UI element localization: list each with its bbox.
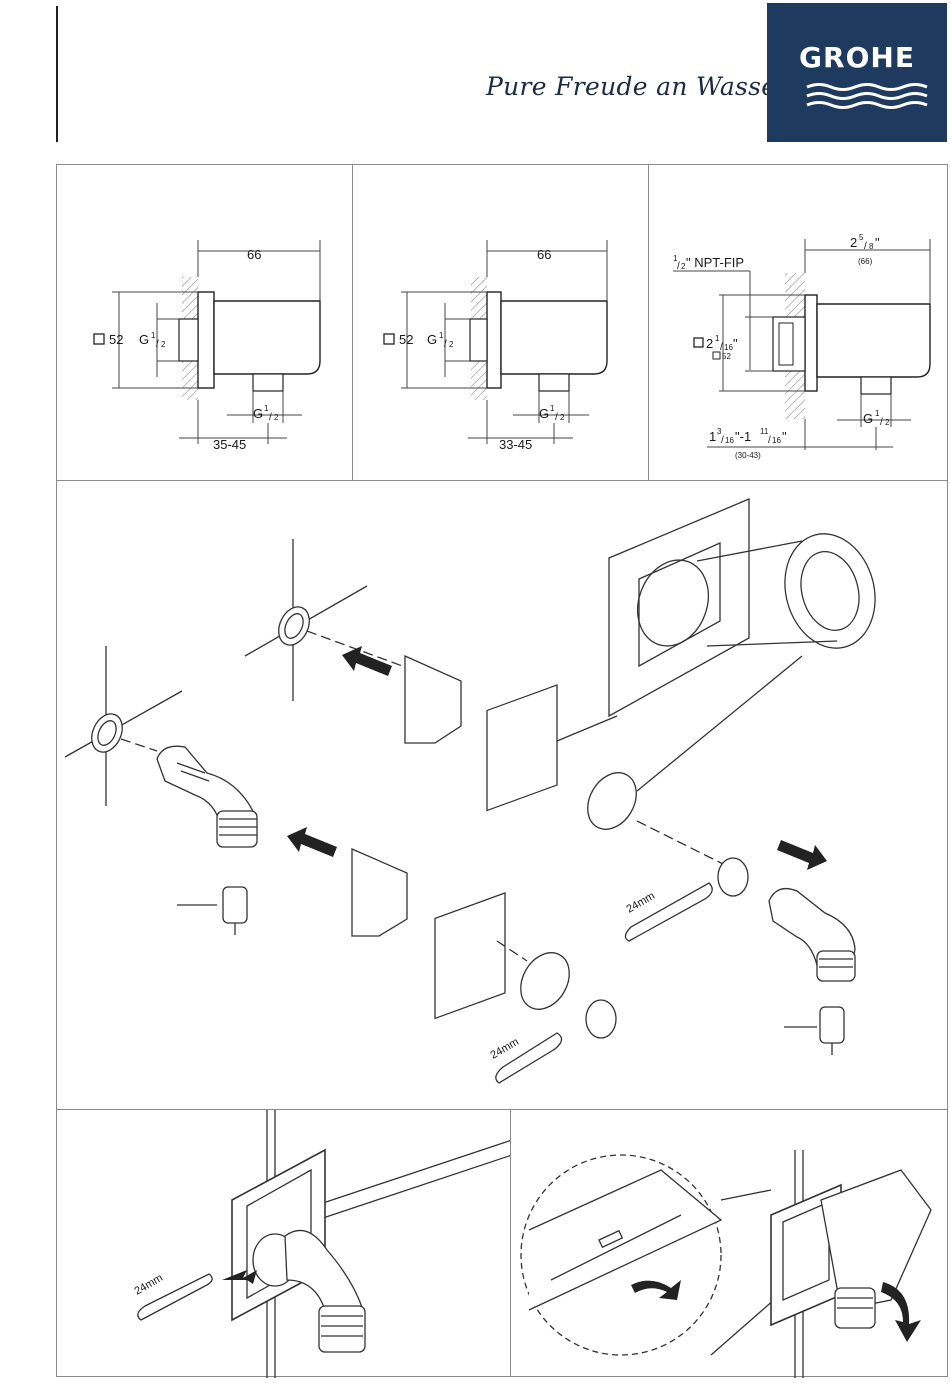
wrench-size-label-c: 24mm — [133, 1272, 165, 1298]
fraction-den: 16 — [725, 436, 734, 445]
dim-square-whole: 2 — [706, 336, 713, 351]
fraction-slash: / — [156, 339, 159, 350]
arrow-icon — [287, 827, 337, 857]
arrow-icon — [777, 840, 827, 870]
dim-thread-in-b: G — [427, 332, 437, 347]
npt-label: " NPT-FIP — [686, 255, 744, 270]
dim-range-a-whole: 1 — [709, 429, 716, 444]
tagline: Pure Freude an Wasser — [486, 72, 789, 101]
dim-square-b: 52 — [399, 332, 413, 347]
fraction-den: 2 — [560, 413, 565, 422]
install-step-cover — [510, 1109, 948, 1377]
dimension-panel-imperial: 2 5 / 8 " (66) 1 / 2 " NPT-FIP 2 1 / 16 … — [648, 164, 948, 481]
header-rule — [56, 6, 58, 142]
fraction-slash: / — [880, 417, 883, 428]
dim-depth-a: 66 — [247, 247, 261, 262]
dimension-drawing-a: 66 52 G 1 / 2 G 1 / 2 35-45 — [57, 165, 354, 482]
dim-range-mm: (30-43) — [735, 451, 761, 460]
fraction-slash: / — [768, 435, 771, 446]
range-separator: "-1 — [735, 429, 751, 444]
dim-depth-mm: (66) — [858, 257, 873, 266]
fraction-den: 2 — [885, 418, 890, 427]
wrench-size-label-b: 24mm — [489, 1036, 521, 1062]
wrench-size-label-a: 24mm — [625, 890, 657, 916]
fraction-slash: / — [555, 412, 558, 423]
dim-depth-whole: 2 — [850, 235, 857, 250]
tighten-nut-drawing: 24mm — [57, 1110, 512, 1378]
dim-thread-out-b: G — [539, 406, 549, 421]
fraction-slash: / — [721, 435, 724, 446]
dim-thread-in-a: G — [139, 332, 149, 347]
fraction-den: 2 — [274, 413, 279, 422]
dim-thread-out-c: G — [863, 411, 873, 426]
fraction-slash: / — [677, 261, 680, 272]
attach-cover-drawing — [511, 1110, 949, 1378]
brand-logo: GROHE — [767, 3, 947, 142]
arrow-icon — [342, 646, 392, 676]
fraction-den: 2 — [449, 340, 454, 349]
fraction-den: 2 — [161, 340, 166, 349]
dim-range-b: 33-45 — [499, 437, 532, 452]
fraction-den: 16 — [772, 436, 781, 445]
dimension-drawing-c: 2 5 / 8 " (66) 1 / 2 " NPT-FIP 2 1 / 16 … — [649, 165, 949, 482]
dimension-drawing-b: 66 52 G 1 / 2 G 1 / 2 33-45 — [353, 165, 650, 482]
wall-line — [317, 1140, 512, 1205]
unit-inch: " — [782, 429, 787, 444]
fraction-slash: / — [444, 339, 447, 350]
rotate-arrow-icon — [881, 1282, 921, 1342]
fraction-den: 8 — [869, 242, 874, 251]
dimension-panel-metric-b: 66 52 G 1 / 2 G 1 / 2 33-45 — [352, 164, 649, 481]
dim-square-mm: 52 — [722, 352, 731, 361]
rotate-arrow-icon — [631, 1280, 681, 1300]
install-step-tighten: 24mm — [56, 1109, 511, 1377]
dim-depth-b: 66 — [537, 247, 551, 262]
dim-thread-out-a: G — [253, 406, 263, 421]
dim-square-a: 52 — [109, 332, 123, 347]
wave-icon — [767, 3, 947, 142]
assembly-exploded-view: 24mm 24mm — [56, 480, 948, 1110]
dim-range-a: 35-45 — [213, 437, 246, 452]
unit-inch: " — [875, 235, 880, 250]
dimension-panel-metric-a: 66 52 G 1 / 2 G 1 / 2 35-45 — [56, 164, 353, 481]
exploded-assembly-drawing: 24mm 24mm — [57, 481, 949, 1111]
wall-line — [65, 691, 182, 757]
fraction-slash: / — [269, 412, 272, 423]
wall-line — [317, 1155, 512, 1220]
unit-inch: " — [733, 336, 738, 351]
fraction-slash: / — [864, 241, 867, 252]
